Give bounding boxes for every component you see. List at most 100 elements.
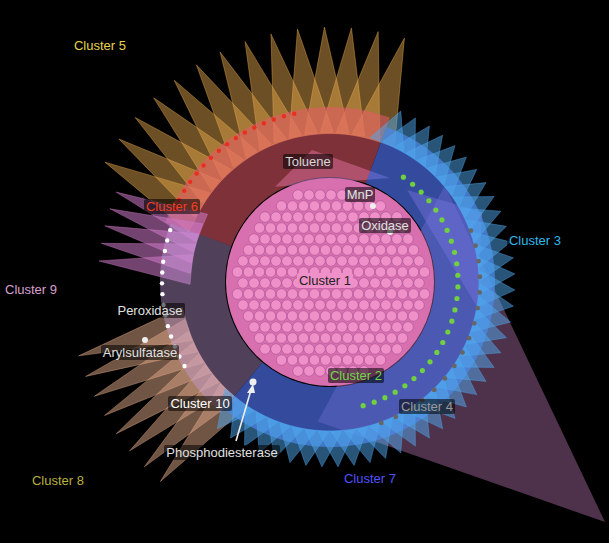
network-node bbox=[282, 278, 293, 289]
leader-line bbox=[236, 390, 251, 441]
network-node bbox=[160, 292, 164, 296]
cluster-label: Cluster 2 bbox=[328, 368, 384, 383]
network-node bbox=[271, 256, 282, 267]
network-node bbox=[331, 311, 342, 322]
network-node bbox=[467, 336, 472, 341]
network-node bbox=[472, 321, 477, 326]
network-node bbox=[209, 156, 213, 160]
network-node bbox=[309, 201, 320, 212]
network-node bbox=[326, 234, 337, 245]
term-label: MnP bbox=[345, 187, 376, 202]
network-node bbox=[359, 300, 370, 311]
network-node bbox=[287, 201, 298, 212]
network-node bbox=[364, 355, 375, 366]
cluster-label: Cluster 8 bbox=[30, 473, 86, 488]
network-node bbox=[403, 234, 414, 245]
network-node bbox=[419, 289, 430, 300]
network-node bbox=[452, 250, 457, 255]
network-node bbox=[282, 256, 293, 267]
network-node bbox=[337, 322, 348, 333]
network-node bbox=[293, 256, 304, 267]
network-node bbox=[304, 234, 315, 245]
network-node bbox=[254, 223, 265, 234]
network-node bbox=[326, 212, 337, 223]
network-node bbox=[397, 267, 408, 278]
network-node bbox=[298, 333, 309, 344]
network-node bbox=[452, 307, 457, 312]
network-node bbox=[254, 245, 265, 256]
network-node bbox=[260, 256, 271, 267]
network-node bbox=[381, 344, 392, 355]
network-node bbox=[252, 125, 256, 129]
network-node bbox=[433, 207, 438, 212]
network-node bbox=[414, 300, 425, 311]
network-node bbox=[282, 114, 286, 118]
network-node bbox=[182, 188, 186, 192]
network-node bbox=[386, 267, 397, 278]
network-node bbox=[353, 201, 364, 212]
network-node bbox=[276, 267, 287, 278]
network-node bbox=[386, 311, 397, 322]
network-node bbox=[249, 300, 260, 311]
network-node bbox=[272, 117, 276, 121]
network-node bbox=[320, 311, 331, 322]
network-node bbox=[337, 234, 348, 245]
network-node bbox=[260, 322, 271, 333]
network-node bbox=[427, 359, 432, 364]
network-node bbox=[265, 245, 276, 256]
network-node bbox=[254, 333, 265, 344]
network-node bbox=[432, 388, 437, 393]
network-node bbox=[434, 350, 439, 355]
network-node bbox=[397, 289, 408, 300]
network-node bbox=[309, 355, 320, 366]
network-node bbox=[370, 344, 381, 355]
network-node bbox=[375, 245, 386, 256]
network-node bbox=[364, 267, 375, 278]
network-node bbox=[342, 223, 353, 234]
network-node bbox=[293, 300, 304, 311]
network-node bbox=[287, 245, 298, 256]
network-node bbox=[160, 270, 164, 274]
network-node bbox=[287, 333, 298, 344]
network-node bbox=[364, 311, 375, 322]
network-node bbox=[168, 228, 172, 232]
network-node bbox=[342, 289, 353, 300]
network-node bbox=[452, 363, 457, 368]
cluster-label: Cluster 1 bbox=[297, 273, 353, 288]
network-node bbox=[445, 329, 450, 334]
network-node bbox=[473, 243, 478, 248]
network-node bbox=[370, 203, 376, 209]
network-node bbox=[326, 300, 337, 311]
network-node bbox=[304, 300, 315, 311]
network-node bbox=[381, 278, 392, 289]
term-label: Oxidase bbox=[359, 218, 411, 233]
network-node bbox=[364, 333, 375, 344]
network-node bbox=[265, 289, 276, 300]
network-node bbox=[293, 366, 304, 377]
network-node bbox=[475, 306, 480, 311]
network-node bbox=[271, 212, 282, 223]
network-node bbox=[478, 274, 483, 279]
network-node bbox=[419, 190, 424, 195]
network-node bbox=[414, 278, 425, 289]
network-node bbox=[364, 289, 375, 300]
network-node bbox=[460, 350, 465, 355]
network-node bbox=[243, 130, 247, 134]
network-node bbox=[320, 289, 331, 300]
network-node bbox=[188, 180, 192, 184]
network-node bbox=[414, 256, 425, 267]
network-node bbox=[370, 322, 381, 333]
network-node bbox=[379, 421, 384, 426]
network-node bbox=[182, 364, 186, 368]
cluster-label: Cluster 10 bbox=[168, 396, 231, 411]
network-node bbox=[201, 163, 205, 167]
network-node bbox=[309, 223, 320, 234]
network-node bbox=[381, 256, 392, 267]
network-node bbox=[370, 300, 381, 311]
network-node bbox=[370, 234, 381, 245]
network-node bbox=[403, 278, 414, 289]
network-node bbox=[455, 273, 460, 278]
network-node bbox=[359, 344, 370, 355]
term-label: Peroxidase bbox=[115, 303, 184, 318]
